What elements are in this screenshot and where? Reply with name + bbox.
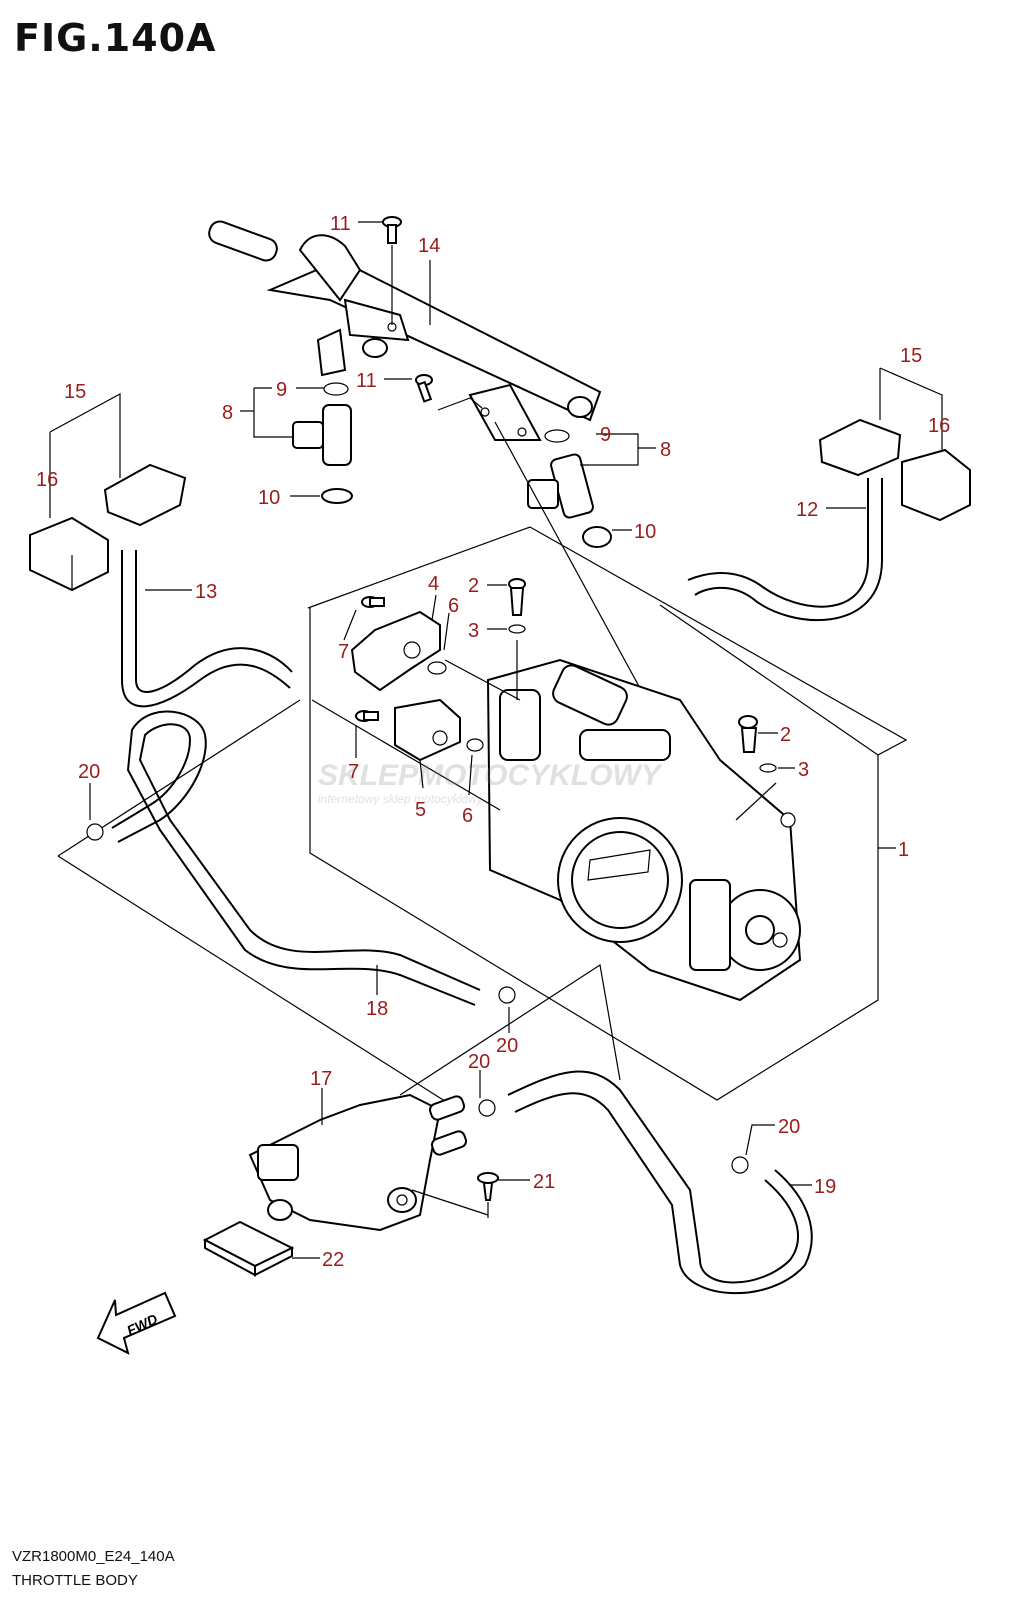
- callout-20: 20: [496, 1035, 518, 1057]
- coolant-hose-18: [111, 723, 481, 991]
- callout-12: 12: [796, 499, 818, 521]
- screw-21: [411, 1172, 499, 1218]
- watermark: SKLEPMOTOCYKLOWY internetowy sklep motoc…: [318, 759, 664, 806]
- figure-title: FIG.140A: [14, 16, 217, 60]
- callout-16: 16: [928, 415, 950, 437]
- callout-9: 9: [600, 424, 611, 446]
- pad-22: [202, 1220, 295, 1277]
- callout-1: 1: [898, 839, 909, 861]
- callout-2: 2: [780, 724, 791, 746]
- callout-3: 3: [468, 620, 479, 642]
- leader-lines: [89, 221, 896, 1259]
- screw-mid: [415, 374, 483, 411]
- callout-17: 17: [310, 1068, 332, 1090]
- coolant-hose-19: [507, 1070, 799, 1284]
- injector-left: [292, 382, 353, 504]
- callout-8: 8: [222, 402, 233, 424]
- hose-clamp: [498, 986, 516, 1004]
- vacuum-hose-13: [121, 550, 291, 708]
- idle-speed-control-valve: [248, 1093, 468, 1232]
- callout-4: 4: [428, 573, 439, 595]
- callout-2: 2: [468, 575, 479, 597]
- vacuum-hose-13-inner: [135, 550, 293, 693]
- callout-10: 10: [258, 487, 280, 509]
- callout-3: 3: [798, 759, 809, 781]
- callout-5: 5: [415, 799, 426, 821]
- callout-21: 21: [533, 1171, 555, 1193]
- callout-11: 11: [330, 213, 351, 235]
- screw-2-top: [508, 578, 526, 700]
- watermark-brand: SKLEPMOTOCYKLOWY: [318, 759, 664, 792]
- callout-7: 7: [348, 761, 359, 783]
- screw-2-right: [735, 715, 796, 828]
- callout-22: 22: [322, 1249, 344, 1271]
- pressure-sensor-right: [818, 367, 971, 522]
- throttle-position-sensor: [350, 596, 521, 701]
- callout-9: 9: [276, 379, 287, 401]
- callout-15: 15: [900, 345, 922, 367]
- figure-code: VZR1800M0_E24_140A: [12, 1548, 175, 1565]
- callout-7: 7: [338, 641, 349, 663]
- callout-8: 8: [660, 439, 671, 461]
- fuel-delivery-pipe: [208, 220, 602, 441]
- hose-clamp: [86, 823, 104, 841]
- hose-clamp: [478, 1099, 496, 1117]
- watermark-tagline: internetowy sklep motocyklowy: [318, 792, 484, 806]
- pressure-sensor-left: [29, 392, 187, 592]
- callout-19: 19: [814, 1176, 836, 1198]
- callout-6: 6: [462, 805, 473, 827]
- callout-6: 6: [448, 595, 459, 617]
- callout-14: 14: [418, 235, 440, 257]
- vacuum-hose-12-inner: [694, 478, 883, 622]
- assembly-outline-throttle: [307, 526, 908, 1101]
- coolant-hose-18-inner: [117, 710, 476, 1006]
- callout-13: 13: [195, 581, 217, 603]
- callout-18: 18: [366, 998, 388, 1020]
- callout-20: 20: [778, 1116, 800, 1138]
- coolant-hose-19-inner: [514, 1092, 813, 1295]
- callout-20: 20: [78, 761, 100, 783]
- callout-11: 11: [356, 370, 377, 392]
- callout-20: 20: [468, 1051, 490, 1073]
- callout-10: 10: [634, 521, 656, 543]
- forward-direction-arrow: FWD: [96, 1291, 177, 1355]
- secondary-throttle-sensor: [311, 698, 501, 811]
- vacuum-hose-12: [687, 478, 869, 608]
- figure-name: THROTTLE BODY: [12, 1572, 138, 1589]
- screw-top: [382, 216, 402, 325]
- callout-16: 16: [36, 469, 58, 491]
- hose-clamp: [731, 1156, 749, 1174]
- callout-15: 15: [64, 381, 86, 403]
- callout-numbers: 1 2 2 3 3 4 5 6 6 7 7 8 8 9 9 10 10 11 1…: [36, 213, 950, 1271]
- throttle-body: [486, 658, 802, 1002]
